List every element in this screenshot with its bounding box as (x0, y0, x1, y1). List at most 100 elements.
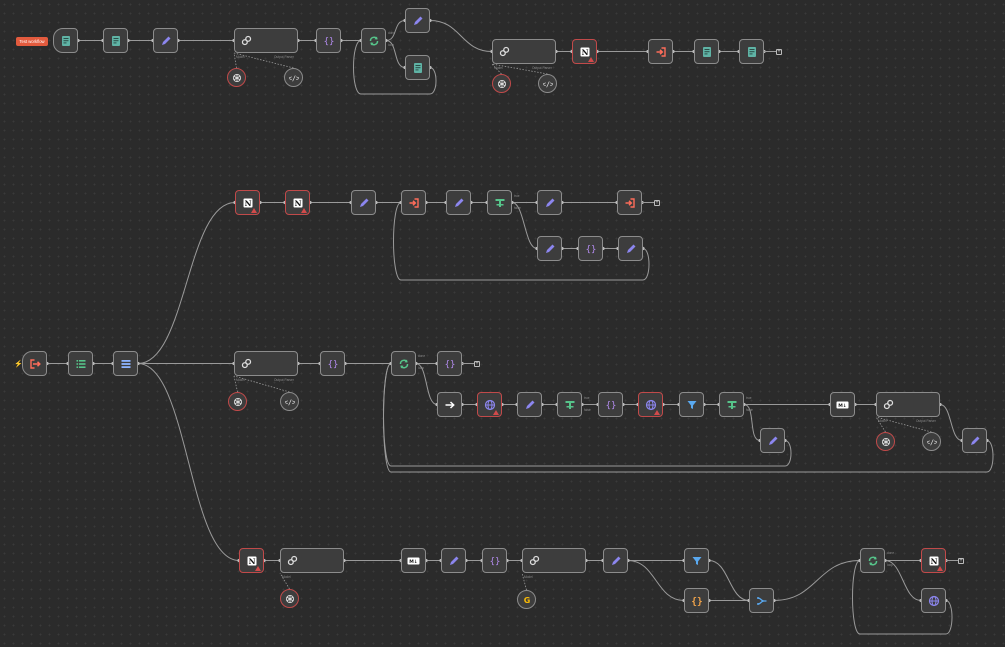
node-convert-html[interactable]: M↓ (401, 548, 426, 573)
add-node-button[interactable]: + (474, 360, 480, 367)
node-notion-block-gen[interactable] (522, 548, 586, 573)
node-set-in-progress[interactable]: N (285, 190, 310, 215)
arrow-icon (444, 399, 456, 411)
node-set-next-queries[interactable] (618, 236, 643, 261)
node-get-existing-row[interactable]: N (235, 190, 260, 215)
node-confirmation[interactable] (694, 39, 719, 64)
subnode-output-parser2[interactable]: </> (280, 392, 299, 411)
node-convert-md[interactable]: M↓ (830, 392, 855, 417)
node-end-form[interactable] (739, 39, 764, 64)
add-node-button[interactable]: + (958, 557, 964, 564)
node-serp-queries[interactable] (234, 351, 298, 376)
node-empty-response[interactable] (760, 428, 785, 453)
node-has-results[interactable] (557, 392, 582, 417)
node-research-request[interactable] (103, 28, 128, 53)
connector-label: done (388, 31, 396, 35)
node-set-variables[interactable] (153, 28, 178, 53)
subnode-openai-model3[interactable] (228, 392, 247, 411)
subnode-openai-model1[interactable] (280, 589, 299, 608)
connector-label: false (746, 408, 753, 412)
node-top5[interactable] (517, 392, 542, 417)
node-url-sources[interactable]: {} (684, 588, 709, 613)
node-combine-send[interactable]: {} (437, 351, 462, 376)
node-serp-items[interactable]: {} (320, 351, 345, 376)
node-html-array[interactable] (441, 548, 466, 573)
braces-icon: {} (691, 595, 703, 607)
connector-label: Model (494, 66, 503, 70)
node-has-content[interactable] (719, 392, 744, 417)
node-generate-learnings[interactable] (401, 190, 426, 215)
node-research-goal[interactable] (962, 428, 987, 453)
node-get-existing-row1[interactable]: N (239, 548, 264, 573)
node-page-contents[interactable] (638, 392, 663, 417)
test-workflow-button[interactable]: Test workflow (16, 37, 48, 46)
add-node-button[interactable]: + (776, 48, 782, 55)
node-results-items[interactable]: {} (578, 236, 603, 261)
warning-icon (255, 566, 261, 571)
node-on-form[interactable] (53, 28, 78, 53)
node-feedback-items[interactable]: {} (316, 28, 341, 53)
node-set-initial-query-2[interactable] (351, 190, 376, 215)
node-set-done[interactable]: N (921, 548, 946, 573)
node-subworkflow[interactable] (22, 351, 47, 376)
node-dr-results[interactable] (537, 236, 562, 261)
if-icon (726, 399, 738, 411)
openai-icon (881, 437, 891, 447)
subnode-output-parser[interactable]: </> (922, 432, 941, 451)
subnode-output-parser1[interactable]: </> (284, 68, 303, 87)
exec-in-icon (29, 358, 41, 370)
svg-text:N: N (244, 199, 251, 208)
svg-text:G: G (523, 596, 530, 605)
subnode-openai-model2[interactable] (227, 68, 246, 87)
node-ask-clarity[interactable] (405, 55, 430, 80)
node-web-search[interactable] (477, 392, 502, 417)
node-depth-reached[interactable] (487, 190, 512, 215)
node-report-gen[interactable] (492, 39, 556, 64)
merge-icon (756, 595, 768, 607)
node-tags-items[interactable]: {} (482, 548, 507, 573)
notion-icon: N (928, 555, 940, 567)
node-initiate-dr[interactable] (648, 39, 673, 64)
node-for-each-q[interactable] (361, 28, 386, 53)
node-set-initial-query-1[interactable] (405, 8, 430, 33)
code-icon: {} (323, 35, 335, 47)
node-item-ref[interactable] (437, 392, 462, 417)
node-valid-blocks[interactable] (684, 548, 709, 573)
connector-label: Output Parser (916, 419, 936, 423)
node-dr-learnings[interactable] (876, 392, 940, 417)
switch-icon (120, 358, 132, 370)
add-node-button[interactable]: + (654, 199, 660, 206)
node-for-each-block[interactable] (860, 548, 885, 573)
parser-icon: </> (289, 73, 299, 83)
chain-icon (241, 35, 252, 46)
connector-label: Output Parser (532, 66, 552, 70)
pencil-icon (524, 399, 536, 411)
svg-text:</>: </> (543, 80, 553, 88)
subnode-output-parser4[interactable]: </> (538, 74, 557, 93)
node-upload-notion[interactable] (921, 588, 946, 613)
subnode-openai-model[interactable] (876, 432, 895, 451)
node-clarifying[interactable] (234, 28, 298, 53)
subnode-gemini-model[interactable]: G (517, 590, 536, 609)
warning-icon (937, 566, 943, 571)
svg-text:N: N (248, 557, 255, 566)
node-urls-items[interactable]: {} (598, 392, 623, 417)
connector-label: Model (236, 55, 245, 59)
exec-icon (408, 197, 420, 209)
node-create-row[interactable]: N (572, 39, 597, 64)
node-jobtype-router[interactable] (113, 351, 138, 376)
node-append-blocks[interactable] (749, 588, 774, 613)
code-icon: {} (327, 358, 339, 370)
node-for-each-query[interactable] (391, 351, 416, 376)
node-valid-pages[interactable] (679, 392, 704, 417)
node-set-research-results[interactable] (537, 190, 562, 215)
node-dr-report[interactable] (280, 548, 344, 573)
node-parse-json[interactable] (603, 548, 628, 573)
subnode-openai-model4[interactable] (492, 74, 511, 93)
loop-icon (368, 35, 380, 47)
wire (383, 363, 994, 473)
node-accumulate[interactable] (446, 190, 471, 215)
node-execution-data[interactable] (68, 351, 93, 376)
node-generate-report[interactable] (617, 190, 642, 215)
